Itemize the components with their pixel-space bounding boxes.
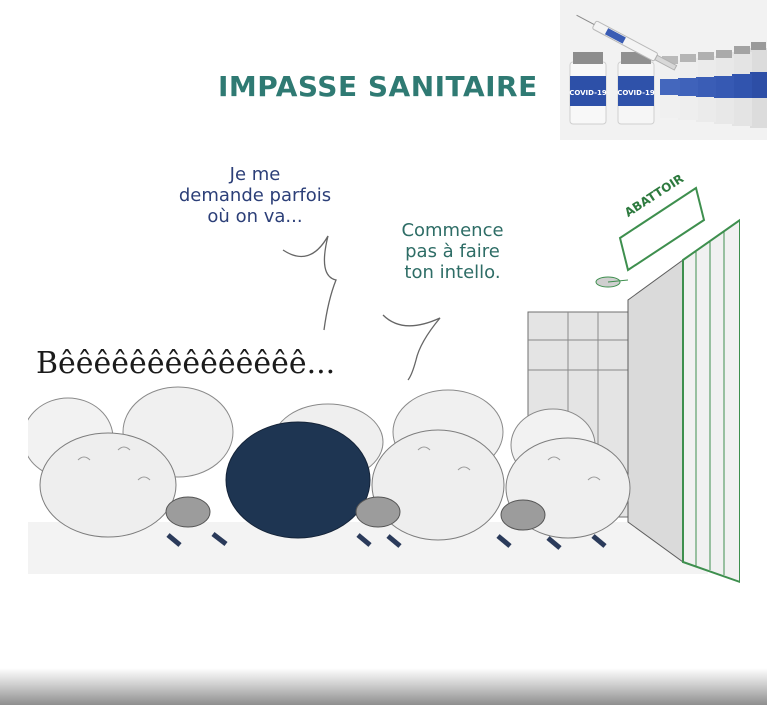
speech-bubble-1: Je me demande parfois où on va... [160, 164, 350, 228]
sheep-cartoon [28, 150, 740, 590]
vaccine-vials-photo: COVID-19 COVID-19 [560, 0, 767, 140]
speech-line: pas à faire [405, 241, 500, 263]
speech-line: où on va... [207, 206, 303, 228]
speech-line: Je me [229, 164, 281, 185]
bottom-band [0, 668, 767, 705]
speech-line: demande parfois [178, 185, 332, 207]
speech-bubble-2: Commence pas à faire ton intello. [385, 220, 520, 284]
speech-tail-1 [282, 235, 337, 331]
sheep-flock [28, 386, 631, 550]
speech-tail-2 [382, 314, 441, 381]
speech-line: ton intello. [404, 262, 501, 284]
vial-label-text: COVID-19 [569, 89, 607, 97]
sheep-bleat-text: Bêêêêêêêêêêêêêê... [36, 346, 336, 381]
vial-label-text: COVID-19 [617, 89, 655, 97]
speech-line: Commence [401, 220, 504, 241]
syringe-icon [576, 14, 678, 71]
page-title: IMPASSE SANITAIRE [218, 70, 538, 103]
vial-row [660, 42, 767, 128]
black-sheep [225, 421, 371, 539]
